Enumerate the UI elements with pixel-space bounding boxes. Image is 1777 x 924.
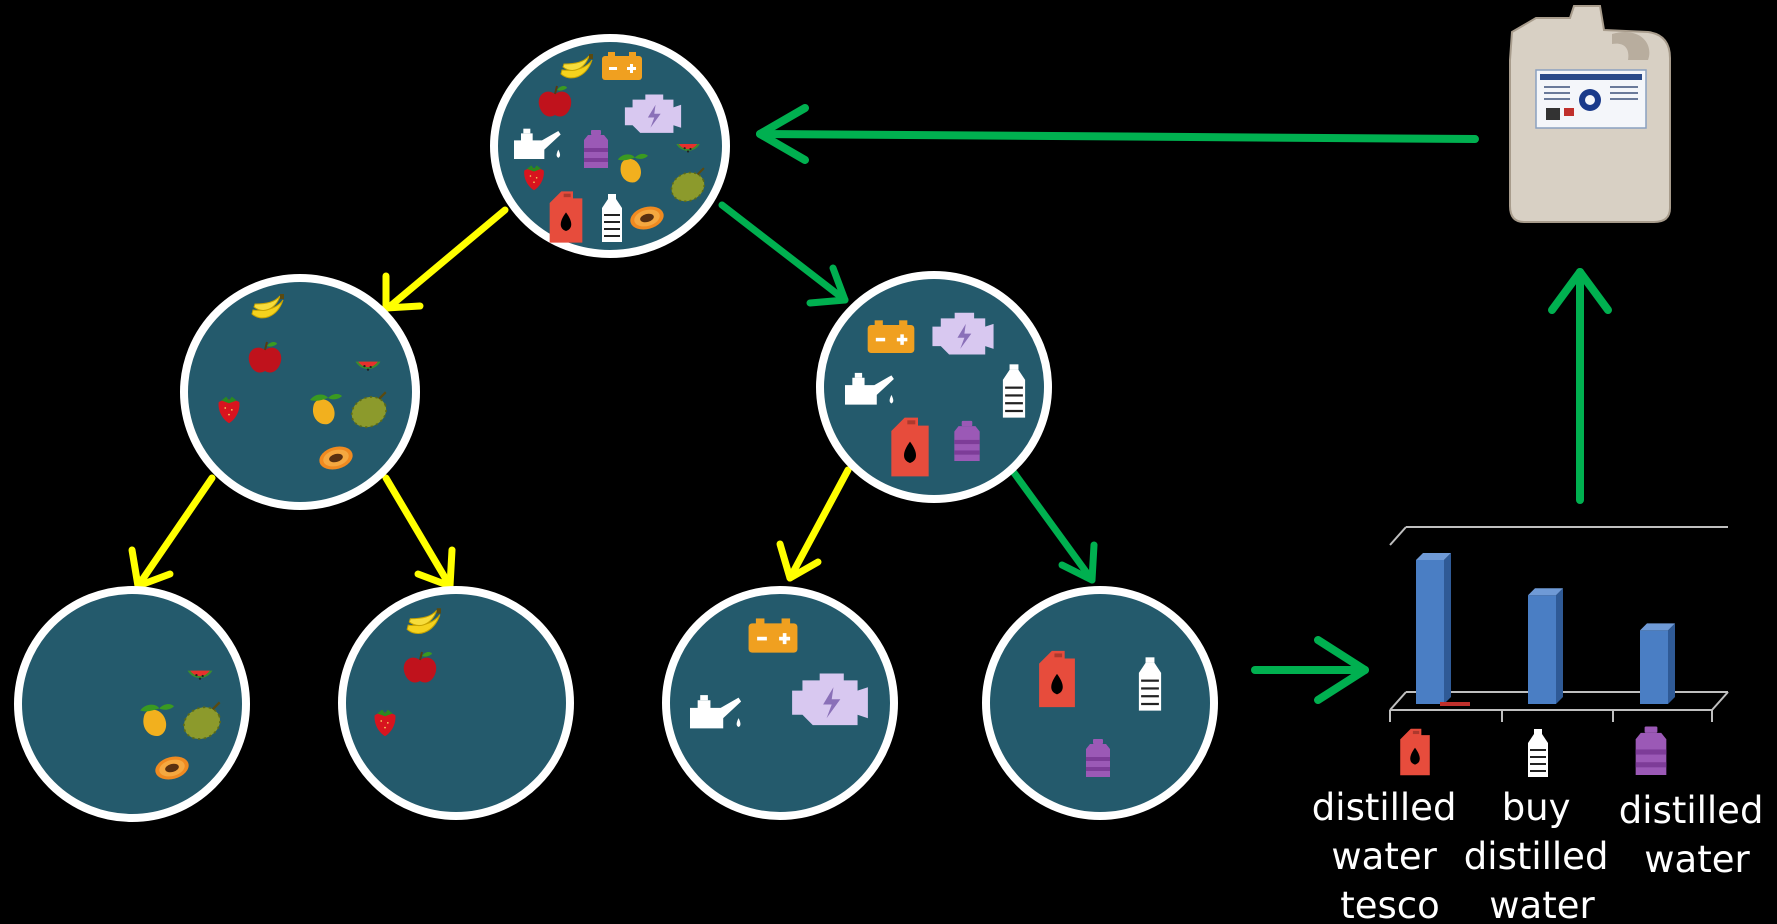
category-icons <box>1400 726 1667 777</box>
leaf-node-fruit-a <box>14 586 250 822</box>
tree-edges <box>128 104 1612 704</box>
leaf-node-car-b <box>982 586 1218 820</box>
arrow-root-to-fruit <box>382 206 509 312</box>
category-label-3-line-2: water <box>1644 838 1750 881</box>
arrow-leaf-to-chart <box>1251 636 1369 704</box>
bar-2-top <box>1528 588 1563 596</box>
bar-1-side <box>1444 553 1451 704</box>
bar-1-front <box>1416 560 1444 704</box>
arrow-car-to-right-leaf <box>1008 466 1098 584</box>
battery-icon <box>602 52 642 80</box>
purple-bottle-icon <box>1635 726 1667 775</box>
water-bottle-icon <box>1528 729 1548 777</box>
car-cluster-node <box>816 271 1052 503</box>
arrow-product-to-root <box>756 104 1479 164</box>
bar-2-side <box>1556 588 1563 704</box>
bar-1-top <box>1416 553 1451 560</box>
category-label-2-line-2: distilled <box>1464 835 1609 878</box>
bar-1 <box>1416 553 1451 704</box>
bar-3-top <box>1640 623 1675 631</box>
root-node <box>490 34 730 258</box>
purple-bottle-icon <box>954 420 980 461</box>
category-label-1: distilled water tesco <box>1312 786 1468 924</box>
bar-3-front <box>1640 630 1668 704</box>
battery-icon <box>748 618 798 653</box>
arrow-fruit-to-right-leaf <box>382 474 456 590</box>
arrow-root-to-car <box>718 201 849 307</box>
bar-3-side <box>1668 623 1675 704</box>
bar-2-front <box>1528 595 1556 704</box>
fruit-cluster-node <box>180 274 420 510</box>
category-label-1-line-1: distilled <box>1312 786 1457 829</box>
distilled-water-canister-icon <box>1509 5 1671 223</box>
bar-shadow-mark <box>1440 702 1470 706</box>
category-label-2-line-3: water <box>1489 884 1595 924</box>
category-label-2-line-1: buy <box>1502 786 1571 829</box>
jerrycan-icon <box>549 191 583 243</box>
category-label-2: buy distilled water <box>1464 786 1620 924</box>
arrow-chart-to-product <box>1548 268 1612 504</box>
ranking-bar-chart: distilled water tesco buy distilled wate… <box>1312 526 1775 924</box>
leaf-node-fruit-b <box>338 586 574 820</box>
chart-bars <box>1416 553 1675 704</box>
category-label-3-line-1: distilled <box>1619 789 1764 832</box>
category-labels: distilled water tesco buy distilled wate… <box>1312 786 1775 924</box>
bar-3 <box>1640 623 1675 704</box>
leaf-node-car-a <box>662 586 898 820</box>
category-label-3: distilled water <box>1619 789 1775 881</box>
jerrycan-icon <box>1400 728 1430 776</box>
bar-2 <box>1528 588 1563 704</box>
jerrycan-icon <box>891 417 929 477</box>
arrow-fruit-to-left-leaf <box>128 474 216 590</box>
purple-bottle-icon <box>1086 739 1110 777</box>
category-label-1-line-3: tesco <box>1340 884 1440 924</box>
purple-bottle-icon <box>584 130 608 168</box>
battery-icon <box>867 320 915 353</box>
arrow-car-to-left-leaf <box>776 466 852 582</box>
category-label-1-line-2: water <box>1331 835 1437 878</box>
jerrycan-icon <box>1039 650 1075 708</box>
